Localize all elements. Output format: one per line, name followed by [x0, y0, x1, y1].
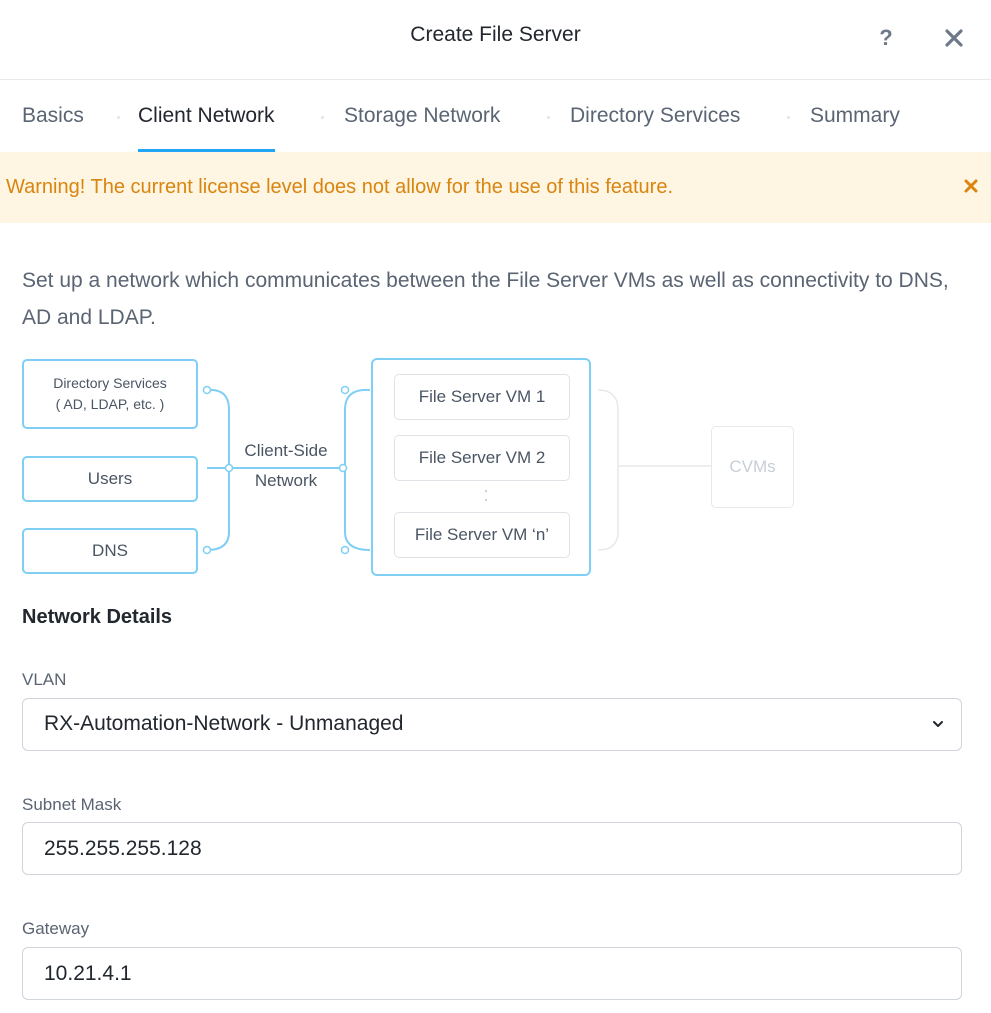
dismiss-warning-button[interactable]	[960, 175, 982, 197]
tab-basics[interactable]: Basics	[22, 104, 84, 127]
tab-directory-services[interactable]: Directory Services	[570, 104, 741, 127]
wizard-tabs: Basics Client Network Storage Network Di…	[0, 80, 991, 152]
directory-services-label: Directory Services	[53, 375, 167, 391]
close-button[interactable]	[936, 20, 972, 56]
tab-storage-network[interactable]: Storage Network	[344, 104, 501, 127]
users-box: Users	[22, 456, 198, 502]
vlan-label: VLAN	[22, 670, 67, 689]
client-side-network-label: Client-Side Network	[234, 436, 338, 496]
network-details-title: Network Details	[22, 606, 173, 628]
network-label-line2: Network	[254, 471, 318, 490]
dialog-title: Create File Server	[410, 23, 581, 46]
vlan-select[interactable]: RX-Automation-Network - Unmanaged	[22, 698, 962, 751]
dialog-header: Create File Server ?	[0, 0, 991, 80]
tab-separator	[547, 116, 550, 119]
network-description: Set up a network which communicates betw…	[22, 269, 949, 329]
cvms-box: CVMs	[711, 426, 794, 508]
tab-summary[interactable]: Summary	[810, 104, 900, 127]
directory-services-sublabel: ( AD, LDAP, etc. )	[55, 396, 165, 412]
client-network-diagram: Directory Services ( AD, LDAP, etc. ) Us…	[0, 350, 991, 582]
help-icon: ?	[879, 25, 893, 50]
license-warning-banner: Warning! The current license level does …	[0, 152, 991, 223]
tab-client-network[interactable]: Client Network	[138, 104, 275, 152]
network-label-line1: Client-Side	[244, 441, 328, 460]
gateway-label: Gateway	[22, 919, 90, 938]
help-button[interactable]: ?	[870, 22, 902, 54]
diagram-connectors	[202, 358, 712, 576]
gateway-input[interactable]	[22, 947, 962, 1000]
file-server-vm-2: File Server VM 2	[394, 435, 570, 481]
vlan-selected-value: RX-Automation-Network - Unmanaged	[44, 712, 404, 735]
users-label: Users	[87, 469, 133, 488]
tab-separator	[117, 116, 120, 119]
warning-text: Warning! The current license level does …	[6, 176, 674, 198]
dns-label: DNS	[92, 541, 128, 560]
dns-box: DNS	[22, 528, 198, 574]
close-icon	[964, 179, 978, 193]
tab-separator	[787, 116, 790, 119]
close-icon	[945, 29, 963, 47]
vm-ellipsis: :	[483, 484, 489, 506]
tab-separator	[321, 116, 324, 119]
file-server-vm-n: File Server VM ‘n’	[394, 512, 570, 558]
subnet-mask-input[interactable]	[22, 822, 962, 875]
file-server-vm-1: File Server VM 1	[394, 374, 570, 420]
directory-services-box: Directory Services ( AD, LDAP, etc. )	[22, 359, 198, 429]
subnet-mask-label: Subnet Mask	[22, 795, 122, 814]
